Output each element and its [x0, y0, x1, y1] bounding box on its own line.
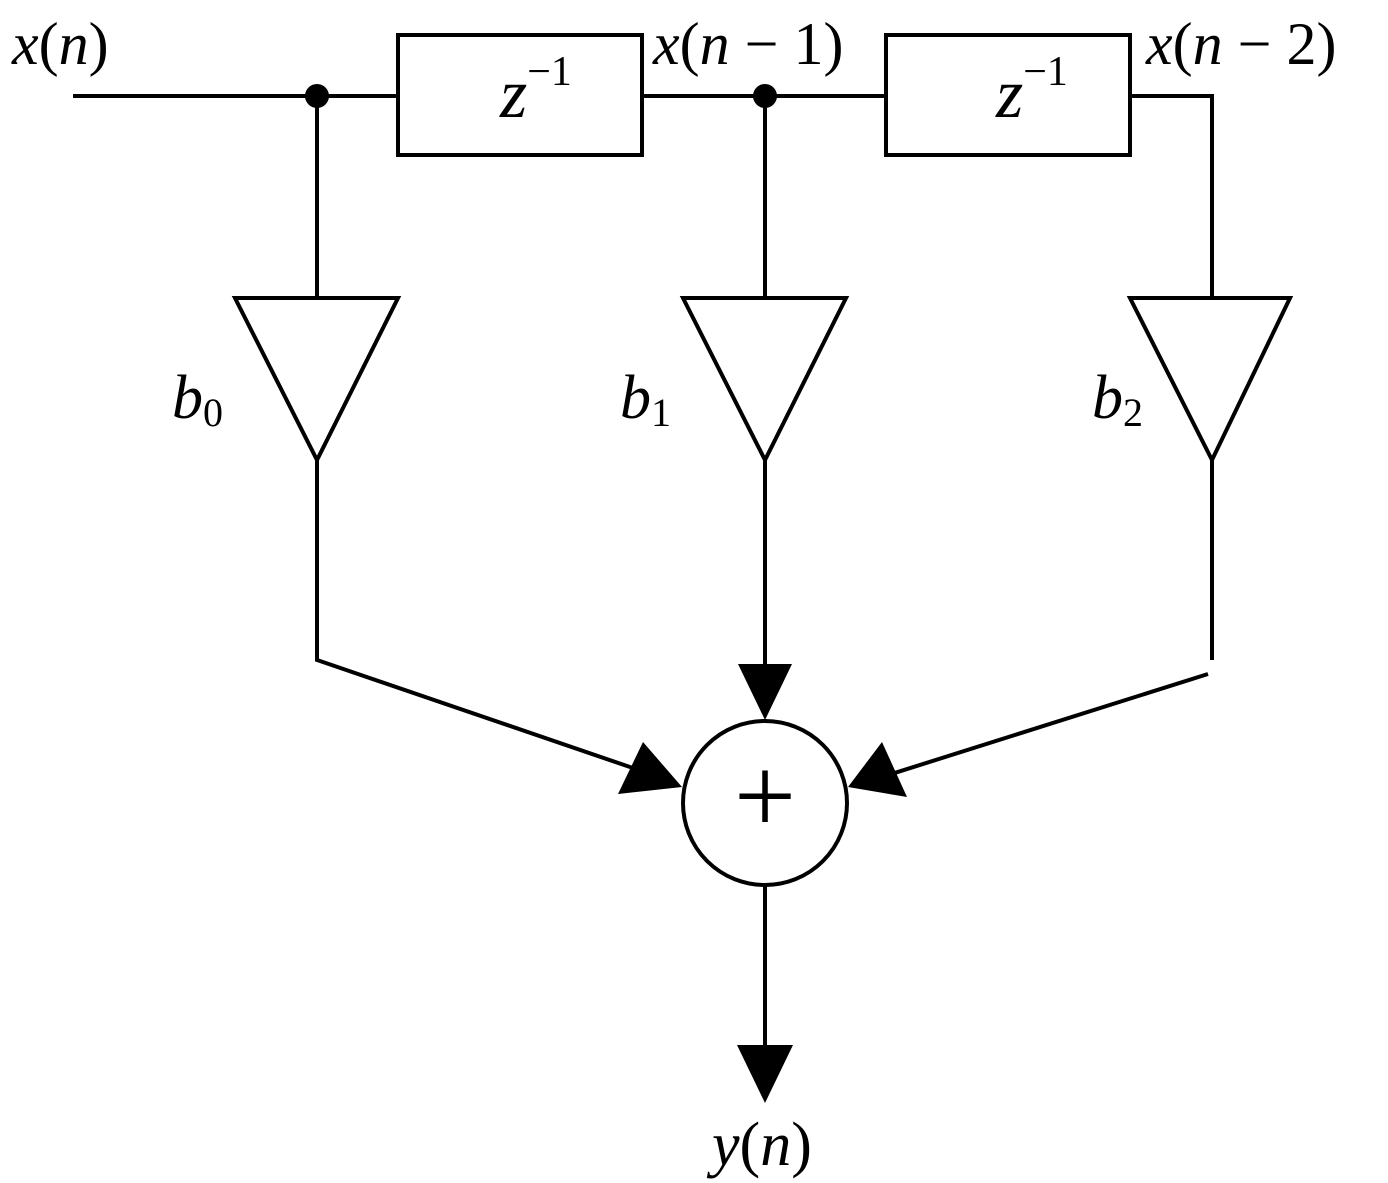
arrowhead-left	[618, 742, 682, 794]
arrowhead-output	[737, 1045, 793, 1103]
adder-symbol: +	[734, 735, 796, 857]
delay-2-exponent: −1	[1023, 49, 1068, 95]
svg-text:z−1: z−1	[499, 49, 572, 133]
delay-block-2: z−1	[884, 33, 1132, 157]
arrowhead-right	[848, 742, 907, 797]
label-output: y(n)	[706, 1111, 812, 1179]
delay-1-exponent: −1	[527, 49, 572, 95]
delay-block-1: z−1	[396, 33, 644, 157]
label-delay1-output: x(n − 1)	[652, 11, 843, 77]
adder: +	[681, 719, 849, 887]
label-delay2-output: x(n − 2)	[1145, 11, 1336, 77]
coefficient-b0: b0	[172, 364, 223, 435]
delay-1-base: z	[499, 56, 527, 133]
gain-triangle-1	[679, 296, 850, 465]
gain-0-output-wire	[315, 460, 669, 782]
gain-triangle-0	[231, 296, 402, 465]
delay-2-base: z	[995, 56, 1023, 133]
label-input: x(n)	[11, 11, 109, 77]
coefficient-b2: b2	[1092, 364, 1143, 435]
arrowhead-top	[738, 664, 792, 720]
gain-triangle-2	[1126, 296, 1294, 465]
coefficient-b1: b1	[620, 364, 671, 435]
gain-2-diagonal-wire	[865, 672, 1209, 784]
svg-text:z−1: z−1	[995, 49, 1068, 133]
